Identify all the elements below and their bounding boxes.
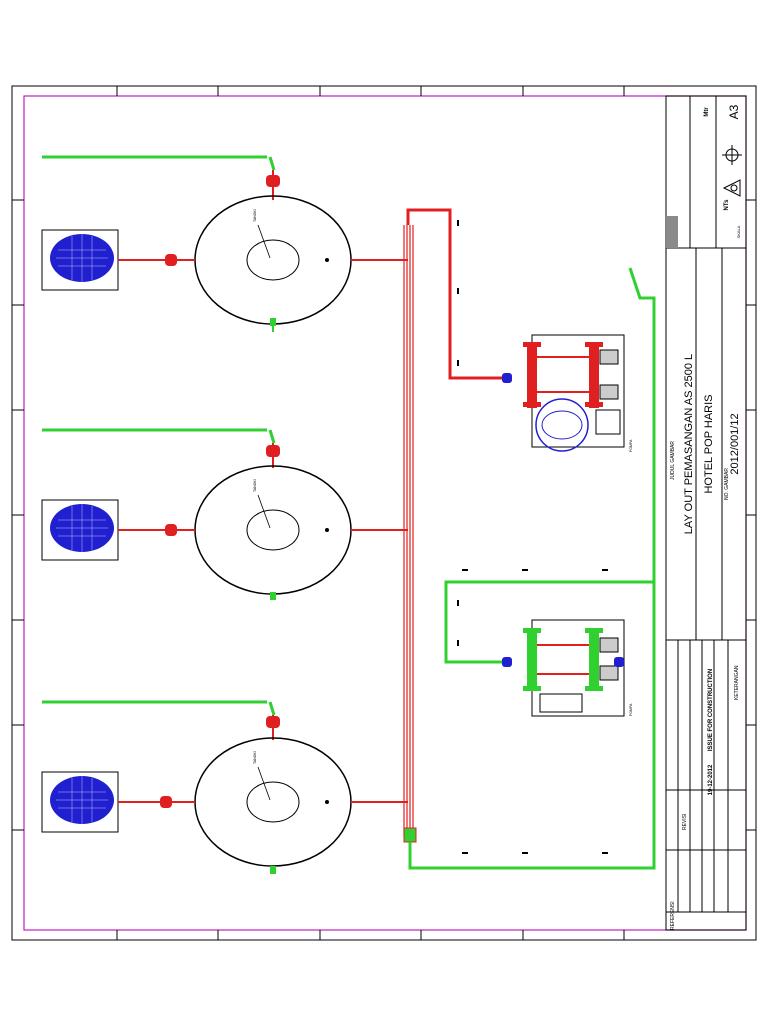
- remark-label: KETERANGAN: [734, 665, 740, 700]
- valve-icon: [266, 716, 280, 728]
- pump-station-green: POMPA: [502, 619, 633, 717]
- revision-date: 19-12-2012: [708, 764, 714, 795]
- valve-icon: [266, 445, 280, 457]
- pump-station-red: POMPA: [502, 334, 633, 452]
- tank-manhole: [246, 509, 300, 551]
- drawing-title: LAY OUT PEMASANGAN AS 2500 L: [683, 354, 695, 534]
- project-name: HOTEL POP HARIS: [703, 394, 715, 493]
- grid-ticks: [12, 86, 756, 940]
- sheet-size: A3: [727, 104, 741, 119]
- outer-frame: [11, 85, 757, 941]
- tank-manhole: [246, 781, 300, 823]
- valve-icon: [266, 175, 280, 187]
- unit-3: TANGKI: [41, 700, 408, 874]
- main-header-pipe: [403, 208, 505, 835]
- revision-text: ISSUE FOR CONSTRUCTION: [708, 669, 714, 751]
- pump-label: POMPA: [629, 439, 633, 452]
- ref-label: REFERENSI: [670, 901, 676, 930]
- unit-2: TANGKI: [41, 428, 408, 600]
- header-fitting: [403, 827, 417, 843]
- scale-label: SKALA: [736, 225, 741, 238]
- grey-block: [666, 216, 678, 248]
- tank-label: TANGKI: [253, 479, 257, 492]
- flow-arrows: [457, 220, 608, 854]
- unit-1: TANGKI: [41, 155, 408, 332]
- pressure-tank: [535, 398, 589, 452]
- pump-label: POMPA: [629, 703, 633, 716]
- judul-label: JUDUL GAMBAR: [670, 441, 676, 480]
- no-label: NO. GAMBAR: [724, 468, 730, 500]
- unit-label: Mtr: [704, 107, 710, 117]
- drawing-number: 2012/001/12: [729, 413, 741, 474]
- nts-label: NTs: [724, 199, 730, 211]
- tank-manhole: [246, 239, 300, 281]
- rev-label: REVISI: [682, 814, 688, 830]
- title-block: LAY OUT PEMASANGAN AS 2500 L HOTEL POP H…: [665, 95, 747, 931]
- tank-label: TANGKI: [253, 751, 257, 764]
- tank-label: TANGKI: [253, 209, 257, 222]
- return-pipe: [408, 267, 656, 870]
- inner-border: [23, 95, 747, 931]
- projection-symbol-icon: [722, 145, 742, 197]
